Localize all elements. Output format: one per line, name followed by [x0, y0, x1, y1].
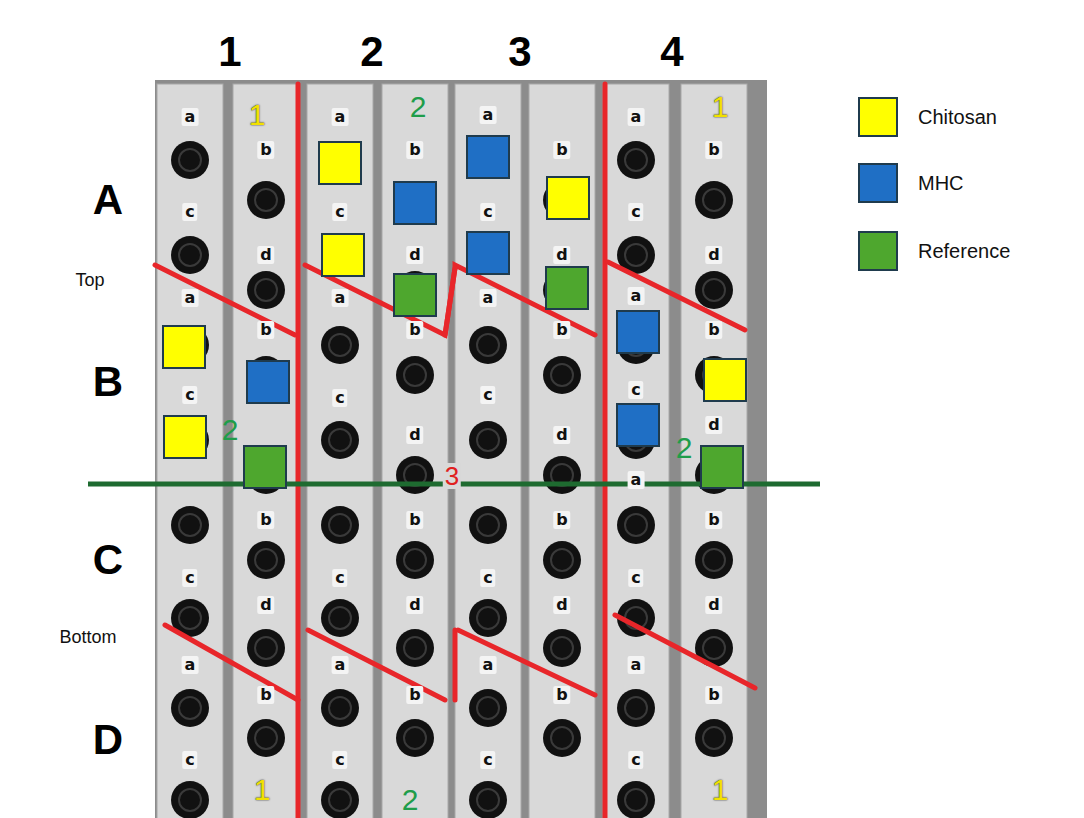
- well-letter: c: [332, 751, 347, 769]
- well-letter: a: [628, 108, 645, 126]
- well-letter: a: [182, 289, 199, 307]
- well-letter: c: [332, 389, 347, 407]
- well-letter: a: [628, 287, 645, 305]
- well-letter: b: [553, 686, 570, 704]
- well-letter: b: [406, 321, 423, 339]
- well-letter: c: [182, 386, 197, 404]
- sample-strips: [157, 84, 747, 818]
- well-letter: b: [257, 141, 274, 159]
- well-letter: d: [257, 596, 274, 614]
- well-letter: c: [332, 203, 347, 221]
- sample-markers: [163, 136, 746, 488]
- legend-label: Reference: [918, 240, 1010, 263]
- side-label: Top: [75, 271, 104, 289]
- well-letter: c: [480, 386, 495, 404]
- well-letter: b: [406, 141, 423, 159]
- well-letter: b: [553, 141, 570, 159]
- well-letter: d: [553, 246, 570, 264]
- column-number: 4: [660, 31, 683, 73]
- well-letter: b: [553, 321, 570, 339]
- group-divider-lines: [155, 84, 755, 818]
- well-letter: b: [406, 511, 423, 529]
- legend-label: MHC: [918, 172, 964, 195]
- well-letter: d: [406, 426, 423, 444]
- callout-number: 1: [254, 775, 271, 805]
- well-letter: c: [628, 381, 643, 399]
- callout-number: 1: [712, 92, 729, 122]
- legend-entry: Chitosan: [858, 95, 997, 139]
- well-letter: b: [705, 141, 722, 159]
- legend-label: Chitosan: [918, 106, 997, 129]
- well-letter: c: [628, 751, 643, 769]
- row-letter: A: [93, 179, 123, 221]
- well-letter: d: [553, 426, 570, 444]
- well-letter: a: [628, 656, 645, 674]
- callout-number: 2: [676, 433, 693, 463]
- well-letter: c: [628, 569, 643, 587]
- well-letter: c: [182, 751, 197, 769]
- well-letter: b: [257, 686, 274, 704]
- well-letter: b: [705, 511, 722, 529]
- well-letter: d: [406, 246, 423, 264]
- well-letter: d: [705, 246, 722, 264]
- legend-swatch: [858, 163, 898, 203]
- well-letter: b: [705, 686, 722, 704]
- well-letter: a: [332, 289, 349, 307]
- well-letter: b: [257, 511, 274, 529]
- well-letter: c: [480, 203, 495, 221]
- column-number: 3: [508, 31, 531, 73]
- legend-entry: Reference: [858, 229, 1010, 273]
- well-letter: a: [480, 289, 497, 307]
- row-letter: D: [93, 719, 123, 761]
- legend-swatch: [858, 97, 898, 137]
- legend-swatch: [858, 231, 898, 271]
- well-letter: b: [553, 511, 570, 529]
- row-letter: B: [93, 361, 123, 403]
- well-letter: c: [628, 203, 643, 221]
- callout-number: 1: [712, 775, 729, 805]
- well-letter: d: [553, 596, 570, 614]
- well-letter: b: [406, 686, 423, 704]
- well-letter: d: [257, 246, 274, 264]
- well-letter: c: [182, 203, 197, 221]
- well-letter: b: [705, 321, 722, 339]
- well-letter: d: [406, 596, 423, 614]
- well-letter: a: [480, 656, 497, 674]
- callout-number: 3: [443, 463, 461, 489]
- well-letter: a: [628, 471, 645, 489]
- callout-number: 1: [249, 100, 266, 130]
- well-letter: c: [480, 569, 495, 587]
- legend-entry: MHC: [858, 161, 964, 205]
- callout-number: 2: [222, 415, 239, 445]
- callout-number: 2: [402, 785, 419, 815]
- well-letter: d: [705, 596, 722, 614]
- callout-number: 2: [410, 92, 427, 122]
- well-letter: c: [182, 569, 197, 587]
- column-number: 1: [218, 31, 241, 73]
- well-letter: d: [705, 416, 722, 434]
- well-letter: c: [480, 751, 495, 769]
- side-label: Bottom: [59, 628, 116, 646]
- well-letter: a: [480, 106, 497, 124]
- sample-wells: [171, 141, 733, 818]
- well-letter: a: [332, 656, 349, 674]
- column-number: 2: [360, 31, 383, 73]
- well-letter: a: [182, 108, 199, 126]
- well-letter: a: [332, 108, 349, 126]
- well-letter: c: [332, 569, 347, 587]
- row-letter: C: [93, 539, 123, 581]
- well-letter: b: [257, 321, 274, 339]
- well-letter: a: [182, 656, 199, 674]
